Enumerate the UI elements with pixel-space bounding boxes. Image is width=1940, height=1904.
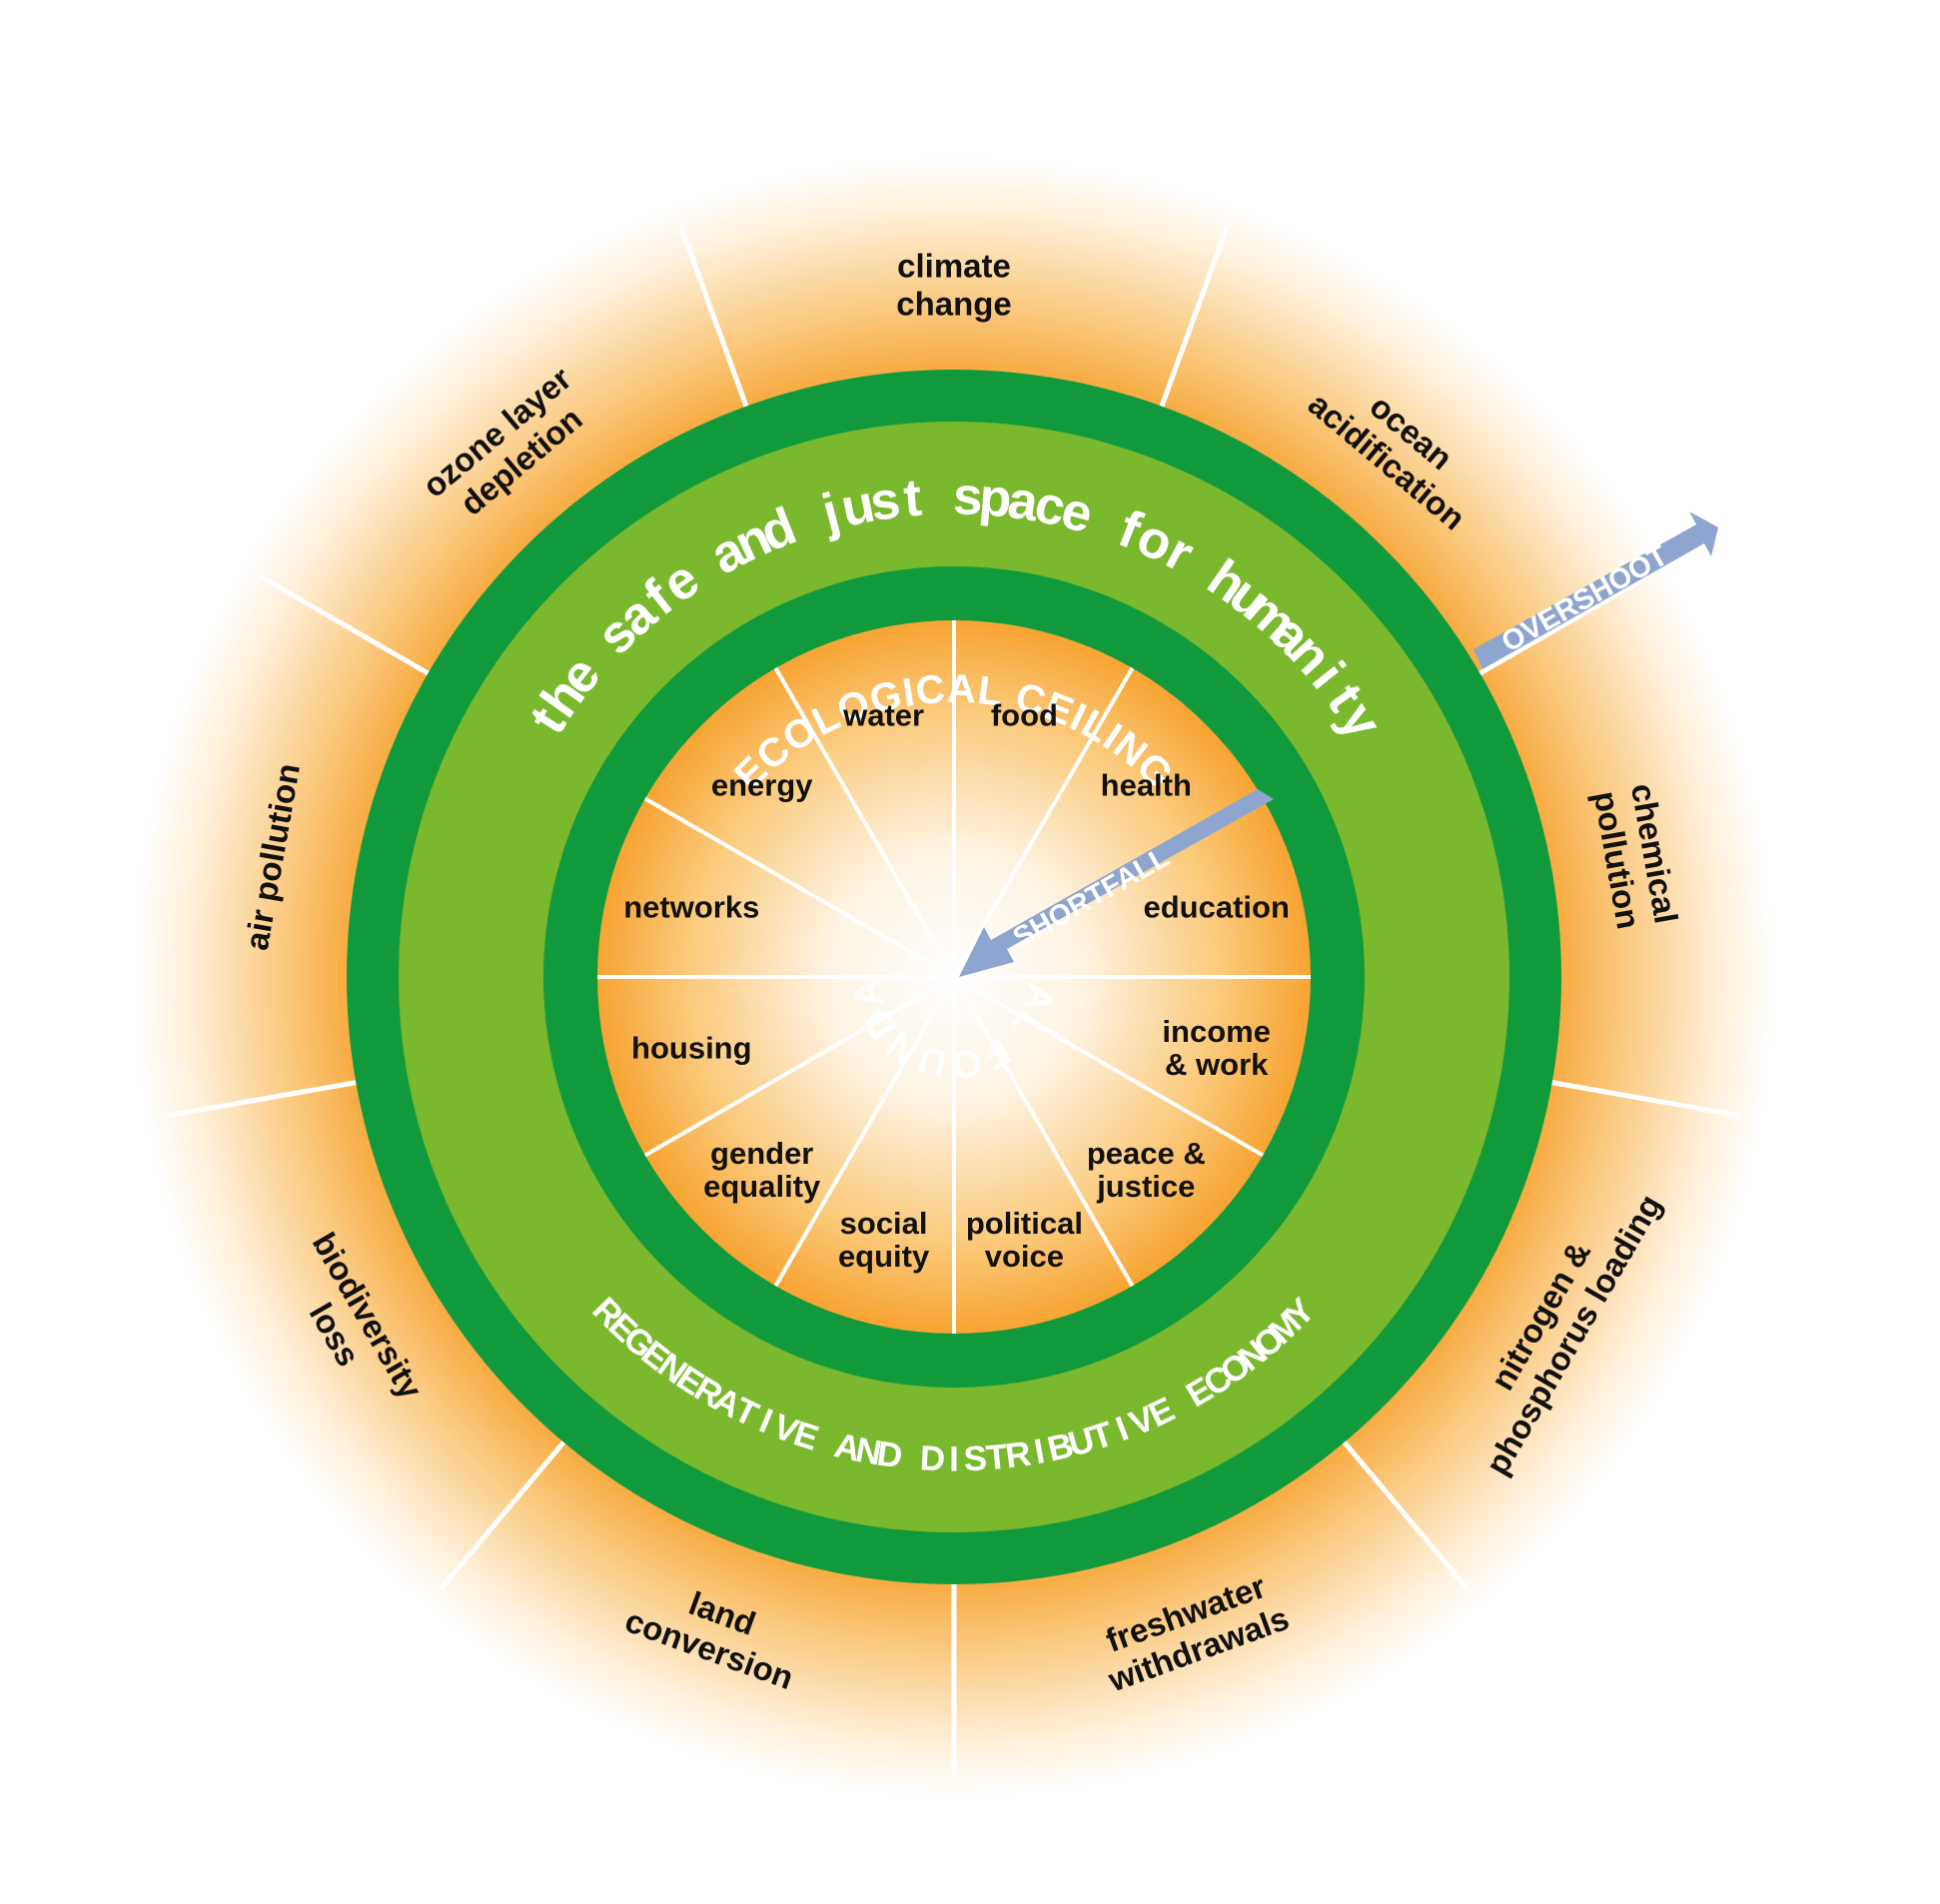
arc-glyph: R (1003, 1433, 1033, 1475)
arc-glyph: t (901, 469, 924, 528)
inner-divider (773, 976, 956, 1288)
label-water: water (842, 697, 924, 732)
label-line: equity (838, 1239, 930, 1274)
outer-dividers (166, 225, 1742, 1776)
label-line: networks (623, 890, 759, 925)
inner-divider (952, 666, 1135, 978)
outer-divider (678, 225, 755, 425)
label-line: food (991, 697, 1058, 732)
arc-glyph: p (977, 468, 1014, 529)
label-energy: energy (711, 768, 813, 803)
outer-divider (438, 1427, 577, 1591)
arc-char (932, 467, 948, 525)
shortfall-arrow-shape (959, 789, 1274, 977)
inner-divider (953, 975, 1265, 1158)
inner-divider (952, 976, 1135, 1288)
label-line: & work (1165, 1047, 1269, 1082)
arc-char: S (963, 1438, 988, 1478)
label-line: health (1101, 768, 1192, 803)
label-line: income (1162, 1014, 1271, 1049)
label-networks: networks (623, 890, 759, 925)
label-line: energy (711, 768, 813, 803)
arc-char: D (875, 1433, 905, 1475)
label-line: political (966, 1206, 1083, 1241)
label-peace-justice: peace &justice (1087, 1136, 1206, 1204)
arc-glyph: I (949, 1439, 959, 1478)
label-line: education (1143, 890, 1289, 925)
arc-glyph: D (919, 1438, 946, 1478)
label-line: justice (1096, 1169, 1195, 1204)
arc-char: R (1003, 1433, 1033, 1475)
outer-divider (1533, 1077, 1742, 1119)
arc-glyph: S (963, 1438, 988, 1478)
label-line: social (840, 1206, 928, 1241)
label-food: food (991, 697, 1058, 732)
label-line: housing (631, 1030, 752, 1065)
label-line: change (896, 285, 1012, 322)
arc-char: T (984, 1437, 1009, 1478)
label-income-work: income& work (1162, 1014, 1271, 1082)
label-line: voice (985, 1239, 1064, 1274)
arc-glyph: s (952, 467, 983, 526)
label-line: gender (710, 1136, 813, 1171)
outer-divider (1462, 574, 1648, 685)
label-line: peace & (1087, 1136, 1206, 1171)
arc-char: D (919, 1438, 946, 1478)
arc-glyph: D (875, 1433, 905, 1475)
arc-glyph: T (984, 1437, 1009, 1478)
arc-char: t (901, 469, 924, 528)
inner-divider (643, 975, 955, 1158)
overshoot-arrow-shape (1473, 511, 1718, 669)
label-line: equality (703, 1169, 821, 1204)
arc-char: p (977, 468, 1014, 529)
label-line: climate (897, 247, 1011, 284)
label-education: education (1143, 890, 1289, 925)
label-line: water (842, 697, 924, 732)
arc-char: I (949, 1439, 959, 1478)
outer-divider (260, 574, 446, 685)
outer-divider (1153, 225, 1230, 425)
inner-divider (773, 666, 956, 978)
social-foundation-labels: food health education income& work peace &ju… (623, 697, 1290, 1274)
outer-divider (166, 1077, 375, 1119)
label-health: health (1101, 768, 1192, 803)
label-housing: housing (631, 1030, 752, 1065)
arc-glyph (932, 467, 948, 525)
outer-divider (1331, 1427, 1470, 1591)
inner-divider (643, 796, 955, 979)
arc-char: s (952, 467, 983, 526)
